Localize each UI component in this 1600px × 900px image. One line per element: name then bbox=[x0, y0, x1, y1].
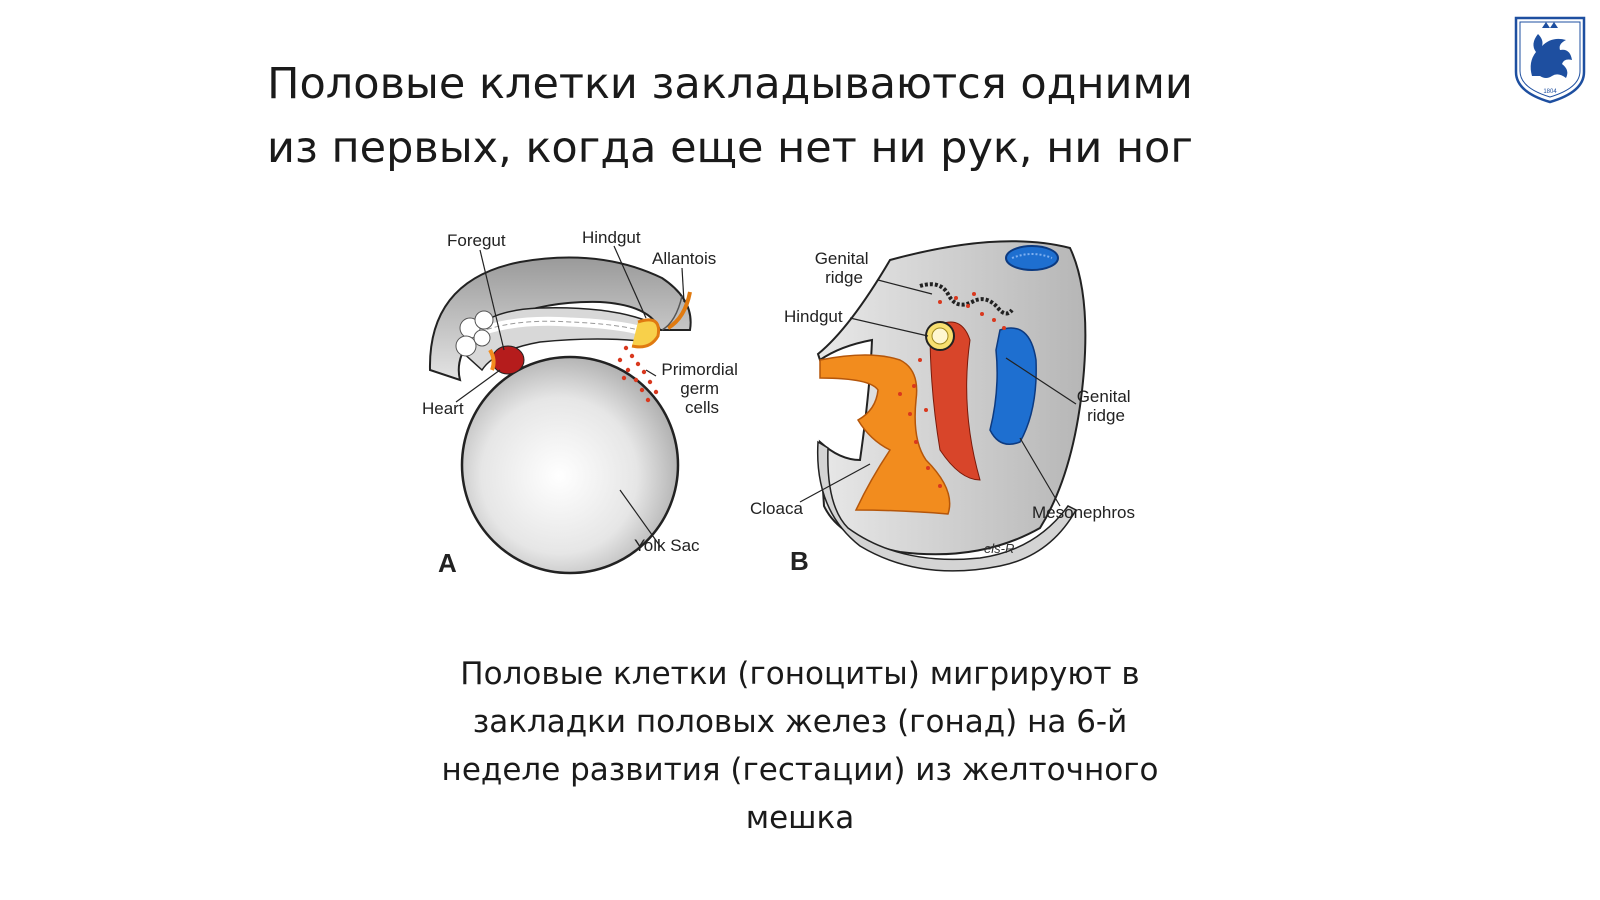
logo-year: 1804 bbox=[1543, 89, 1557, 95]
panel-a: Foregut Hindgut Allantois Primordial ger… bbox=[422, 228, 742, 578]
caption-line: неделе развития (гестации) из желточного bbox=[441, 752, 1159, 788]
head-folds bbox=[455, 310, 494, 357]
label-primordial-germ-cells: Primordial germ cells bbox=[661, 360, 742, 417]
primordial-germ-cells-dots bbox=[617, 345, 659, 403]
mesentery-red bbox=[929, 321, 981, 481]
label-cloaca: Cloaca bbox=[750, 499, 803, 518]
label-yolk-sac: Yolk Sac bbox=[634, 536, 700, 555]
panel-a-letter: A bbox=[438, 548, 457, 578]
panel-b-letter: B bbox=[790, 546, 809, 576]
genital-ridge-fold bbox=[919, 282, 1014, 316]
label-foregut: Foregut bbox=[447, 231, 506, 250]
label-mesonephros: Mesonephros bbox=[1032, 503, 1135, 522]
label-hindgut-b: Hindgut bbox=[784, 307, 843, 326]
caption-line: Половые клетки (гоноциты) мигрируют в bbox=[460, 656, 1140, 692]
hindgut-orange bbox=[819, 354, 951, 515]
neural-tube-b bbox=[1005, 245, 1059, 271]
heart-shape bbox=[491, 345, 525, 375]
label-genital-ridge-right: Genital ridge bbox=[1077, 387, 1136, 425]
label-genital-ridge-top: Genital ridge bbox=[815, 249, 874, 287]
university-crest-icon: 1804 bbox=[1514, 16, 1586, 104]
panel-a-leader-lines bbox=[455, 245, 685, 547]
caption-line: мешка bbox=[745, 800, 855, 836]
hindgut-shape bbox=[631, 318, 661, 349]
panel-b: Genital ridge Hindgut Genital ridge Cloa… bbox=[750, 240, 1136, 576]
title-line: Половые клетки закладываются одними bbox=[267, 59, 1193, 109]
caption-line: закладки половых желез (гонад) на 6-й bbox=[472, 704, 1128, 740]
artist-signature: els-R bbox=[984, 541, 1014, 556]
migrating-germ-cells-dots bbox=[898, 292, 1006, 488]
label-hindgut-a: Hindgut bbox=[582, 228, 641, 247]
slide-caption: Половые клетки (гоноциты) мигрируют в за… bbox=[400, 650, 1200, 842]
label-heart: Heart bbox=[422, 399, 464, 418]
foregut-shape bbox=[488, 348, 496, 371]
mesonephros-blue bbox=[989, 327, 1037, 445]
slide-title: Половые клетки закладываются одними из п… bbox=[180, 52, 1280, 180]
yolk-sac bbox=[460, 355, 680, 575]
germ-cell-migration-diagram: Foregut Hindgut Allantois Primordial ger… bbox=[422, 228, 1136, 578]
panel-b-leader-lines bbox=[799, 279, 1077, 507]
outer-wall bbox=[816, 440, 1078, 572]
label-allantois: Allantois bbox=[652, 249, 716, 268]
title-line: из первых, когда еще нет ни рук, ни ног bbox=[267, 123, 1193, 173]
allantois-shape bbox=[666, 291, 692, 330]
